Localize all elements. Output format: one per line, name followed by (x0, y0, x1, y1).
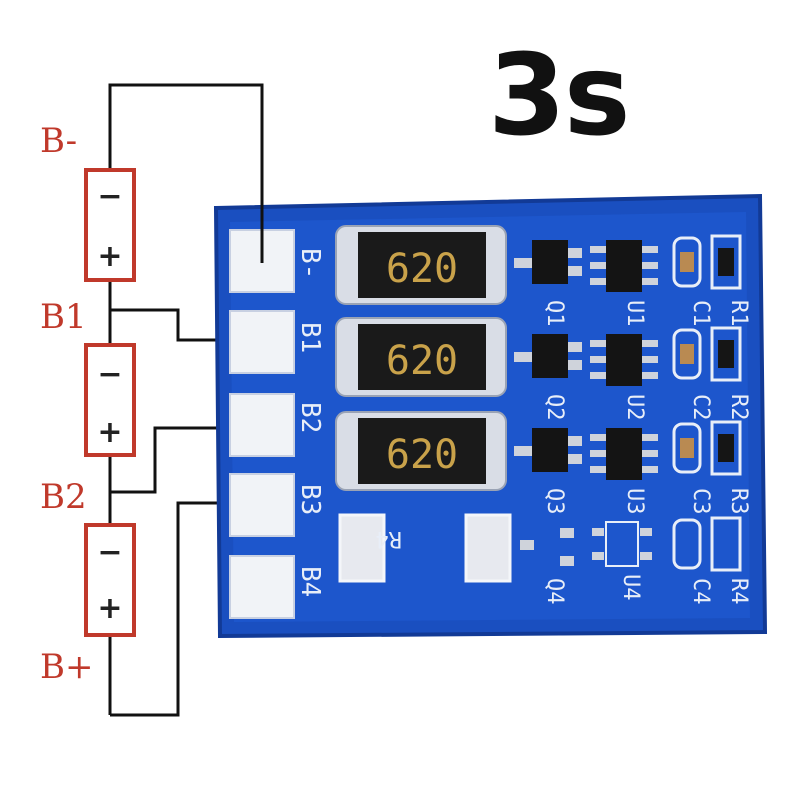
resistor-2: 620 (335, 317, 507, 397)
label-b1: B1 (40, 297, 87, 337)
cell-3-plus: + (97, 591, 122, 626)
cap-c2 (672, 328, 702, 380)
label-u4: U4 (618, 574, 643, 601)
label-q4: Q4 (542, 578, 567, 605)
ic-u3 (606, 428, 642, 480)
label-r2: R2 (726, 394, 751, 421)
label-b2: B2 (40, 477, 87, 517)
label-b-plus: B+ (40, 647, 93, 687)
cap-c4 (672, 518, 702, 570)
capacitors (672, 236, 702, 570)
pad-labels: B- B1 B2 B3 B4 (295, 248, 325, 597)
label-c2: C2 (688, 394, 713, 421)
transistor-q1 (532, 240, 568, 284)
pad-label-b1: B1 (295, 322, 325, 353)
resistor-3-value: 620 (386, 432, 458, 478)
label-r1: R1 (726, 300, 751, 327)
label-r3: R3 (726, 488, 751, 515)
cell-1: − + (84, 168, 136, 282)
pads (229, 229, 295, 619)
res-r4 (710, 516, 742, 572)
label-u3: U3 (622, 488, 647, 515)
label-u1: U1 (622, 300, 647, 327)
label-c1: C1 (688, 300, 713, 327)
label-q2: Q2 (542, 394, 567, 421)
ic-u1 (606, 240, 642, 292)
pad-label-b4: B4 (295, 566, 325, 597)
cell-1-minus: − (97, 179, 122, 214)
label-b-minus: B- (40, 121, 77, 161)
label-u2: U2 (622, 394, 647, 421)
pad-b3 (229, 473, 295, 537)
cell-2-minus: − (97, 357, 122, 392)
wire-b-minus (108, 83, 264, 263)
label-c3: C3 (688, 488, 713, 515)
label-r4-small: R4 (726, 578, 751, 605)
pad-label-b3: B3 (295, 484, 325, 515)
transistor-q2 (532, 334, 568, 378)
ic-u2 (606, 334, 642, 386)
ic-u4-footprint (520, 521, 652, 567)
pad-b1 (229, 310, 295, 374)
resistor-1-value: 620 (386, 246, 458, 292)
res-r1 (710, 234, 742, 290)
cell-2-plus: + (97, 415, 122, 450)
pad-label-b2: B2 (295, 402, 325, 433)
cell-3-minus: − (97, 535, 122, 570)
cell-1-plus: + (97, 239, 122, 274)
label-q3: Q3 (542, 488, 567, 515)
cell-3: − + (84, 523, 136, 637)
cap-c3 (672, 422, 702, 474)
page-title: 3s (488, 31, 631, 161)
pcb-board: B- B1 B2 B3 B4 620 620 620 R4 (213, 193, 768, 639)
small-resistors (710, 234, 742, 572)
res-r2 (710, 326, 742, 382)
resistor-1: 620 (335, 225, 507, 305)
res-r3 (710, 420, 742, 476)
transistors (514, 240, 582, 472)
pad-b2 (229, 393, 295, 457)
label-q1: Q1 (542, 300, 567, 327)
wire-b2 (110, 426, 262, 494)
cap-c1 (672, 236, 702, 288)
r4-footprint: R4 (338, 513, 512, 583)
pad-label-b-minus: B- (295, 248, 325, 279)
component-labels: Q1 Q2 Q3 Q4 U1 U2 U3 U4 C1 C2 C3 C4 R1 R… (542, 300, 751, 605)
ics (590, 240, 658, 480)
transistor-q3 (532, 428, 568, 472)
pad-b4 (229, 555, 295, 619)
resistor-3: 620 (335, 411, 507, 491)
r4-label: R4 (376, 526, 403, 551)
resistor-2-value: 620 (386, 338, 458, 384)
cell-2: − + (84, 343, 136, 457)
label-c4: C4 (688, 578, 713, 605)
